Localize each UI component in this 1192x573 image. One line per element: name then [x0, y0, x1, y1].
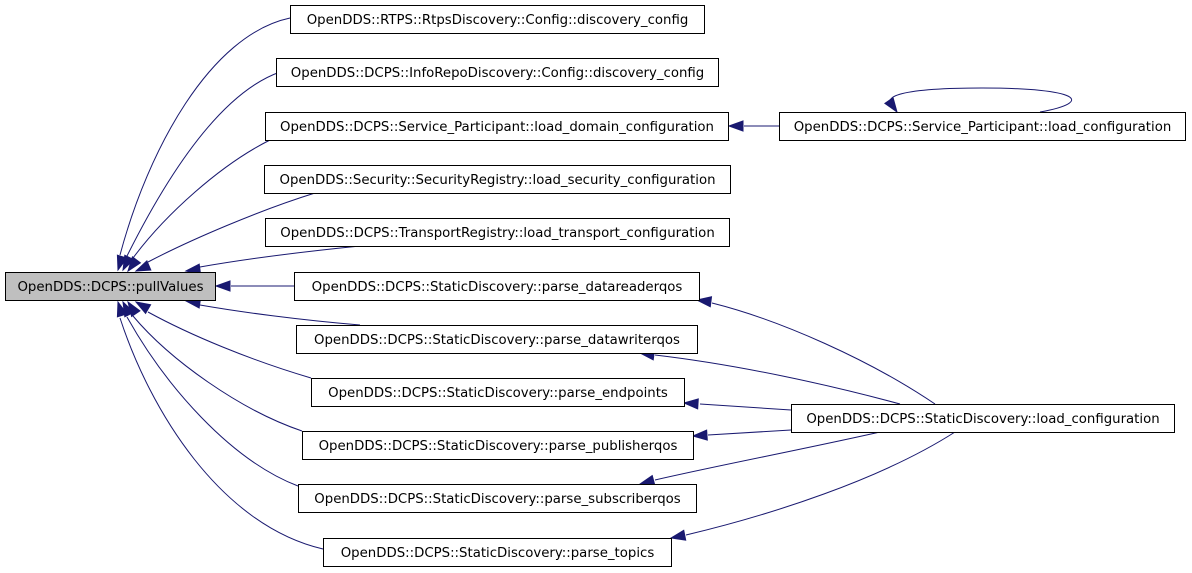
arrowhead	[695, 296, 713, 308]
node-box[interactable]	[302, 431, 694, 460]
node-rtps_config[interactable]: OpenDDS::RTPS::RtpsDiscovery::Config::di…	[290, 5, 705, 34]
edge-line	[199, 304, 361, 326]
edge-sd_load_config-to-sd_endpoints	[682, 398, 792, 411]
node-label: OpenDDS::DCPS::StaticDiscovery::parse_da…	[312, 280, 683, 295]
node-label: OpenDDS::DCPS::Service_Participant::load…	[794, 120, 1172, 135]
node-sp_load_config[interactable]: OpenDDS::DCPS::Service_Participant::load…	[779, 112, 1186, 141]
edges-layer	[116, 17, 1073, 550]
edge-tr_load-to-pullValues	[184, 245, 361, 275]
node-label: OpenDDS::DCPS::pullValues	[17, 280, 203, 295]
node-label: OpenDDS::DCPS::StaticDiscovery::parse_en…	[328, 386, 668, 401]
node-sd_dw_qos[interactable]: OpenDDS::DCPS::StaticDiscovery::parse_da…	[296, 325, 698, 354]
edge-line	[147, 311, 312, 379]
node-pullValues[interactable]: OpenDDS::DCPS::pullValues	[5, 272, 216, 301]
edge-sd_load_config-to-sd_topics	[669, 431, 956, 541]
arrowhead	[682, 398, 699, 410]
node-sd_load_config[interactable]: OpenDDS::DCPS::StaticDiscovery::load_con…	[791, 404, 1175, 433]
arrowhead	[134, 301, 152, 315]
edge-sd_endpoints-to-pullValues	[134, 301, 312, 379]
node-label: OpenDDS::Security::SecurityRegistry::loa…	[279, 173, 715, 188]
arrowhead	[134, 260, 152, 272]
node-box[interactable]	[311, 378, 685, 407]
node-label: OpenDDS::DCPS::InfoRepoDiscovery::Config…	[291, 66, 704, 81]
node-box[interactable]	[265, 218, 730, 247]
edge-sp_load_domain-to-pullValues	[127, 139, 271, 273]
arrowhead	[691, 429, 708, 441]
node-label: OpenDDS::DCPS::StaticDiscovery::load_con…	[806, 412, 1159, 427]
edge-line	[890, 87, 1073, 113]
arrowhead	[214, 280, 231, 292]
node-sd_sub_qos[interactable]: OpenDDS::DCPS::StaticDiscovery::parse_su…	[298, 484, 697, 513]
node-box[interactable]	[276, 58, 719, 87]
node-box[interactable]	[5, 272, 216, 301]
node-sd_endpoints[interactable]: OpenDDS::DCPS::StaticDiscovery::parse_en…	[311, 378, 685, 407]
node-sd_dr_qos[interactable]: OpenDDS::DCPS::StaticDiscovery::parse_da…	[294, 272, 700, 301]
arrowhead	[638, 474, 656, 486]
edge-sd_dw_qos-to-pullValues	[184, 297, 361, 326]
edge-line	[147, 192, 316, 263]
edge-line	[119, 17, 291, 256]
node-box[interactable]	[294, 272, 700, 301]
edge-rtps_config-to-pullValues	[116, 17, 291, 272]
node-box[interactable]	[265, 112, 729, 141]
edge-sp_load_config-to-sp_load_config	[884, 87, 1073, 114]
node-sd_pub_qos[interactable]: OpenDDS::DCPS::StaticDiscovery::parse_pu…	[302, 431, 694, 460]
edge-sd_load_config-to-sd_pub_qos	[691, 429, 792, 441]
edge-sp_load_config-to-sp_load_domain	[727, 120, 779, 132]
node-box[interactable]	[323, 538, 672, 567]
arrowhead	[122, 254, 135, 272]
edge-sd_topics-to-pullValues	[116, 300, 324, 550]
node-inforepo_config[interactable]: OpenDDS::DCPS::InfoRepoDiscovery::Config…	[276, 58, 719, 87]
node-sp_load_domain[interactable]: OpenDDS::DCPS::Service_Participant::load…	[265, 112, 729, 141]
node-label: OpenDDS::DCPS::StaticDiscovery::parse_to…	[341, 546, 655, 561]
node-box[interactable]	[296, 325, 698, 354]
edge-line	[654, 354, 901, 405]
edge-line	[654, 431, 881, 481]
node-box[interactable]	[290, 5, 705, 34]
arrowhead	[669, 529, 687, 541]
node-box[interactable]	[298, 484, 697, 513]
node-label: OpenDDS::DCPS::Service_Participant::load…	[280, 120, 714, 135]
node-label: OpenDDS::DCPS::TransportRegistry::load_t…	[280, 226, 715, 241]
node-label: OpenDDS::DCPS::StaticDiscovery::parse_da…	[314, 333, 680, 348]
edge-line	[119, 317, 324, 550]
edge-line	[126, 316, 299, 487]
node-sec_load[interactable]: OpenDDS::Security::SecurityRegistry::loa…	[264, 165, 731, 194]
edge-line	[707, 429, 792, 436]
edge-sec_load-to-pullValues	[134, 192, 316, 272]
edge-line	[132, 315, 303, 432]
nodes-layer: OpenDDS::DCPS::pullValues OpenDDS::RTPS::…	[5, 5, 1186, 567]
node-box[interactable]	[779, 112, 1186, 141]
arrowhead	[127, 255, 142, 273]
node-sd_topics[interactable]: OpenDDS::DCPS::StaticDiscovery::parse_to…	[323, 538, 672, 567]
arrowhead	[884, 96, 898, 114]
edge-line	[132, 139, 271, 259]
edge-line	[711, 302, 936, 405]
node-tr_load[interactable]: OpenDDS::DCPS::TransportRegistry::load_t…	[265, 218, 730, 247]
node-label: OpenDDS::DCPS::StaticDiscovery::parse_su…	[314, 492, 680, 507]
node-box[interactable]	[791, 404, 1175, 433]
edge-line	[199, 245, 361, 268]
edge-sd_load_config-to-sd_dr_qos	[695, 296, 936, 405]
edge-line	[699, 403, 792, 411]
node-label: OpenDDS::RTPS::RtpsDiscovery::Config::di…	[307, 13, 689, 28]
arrowhead	[116, 300, 128, 318]
node-box[interactable]	[264, 165, 731, 194]
arrowhead	[727, 120, 744, 132]
edge-line	[685, 431, 956, 536]
edge-line	[126, 71, 281, 257]
edge-inforepo_config-to-pullValues	[122, 71, 281, 272]
node-label: OpenDDS::DCPS::StaticDiscovery::parse_pu…	[319, 439, 678, 454]
edge-sd_dr_qos-to-pullValues	[214, 280, 294, 292]
edge-sd_sub_qos-to-pullValues	[122, 300, 299, 487]
